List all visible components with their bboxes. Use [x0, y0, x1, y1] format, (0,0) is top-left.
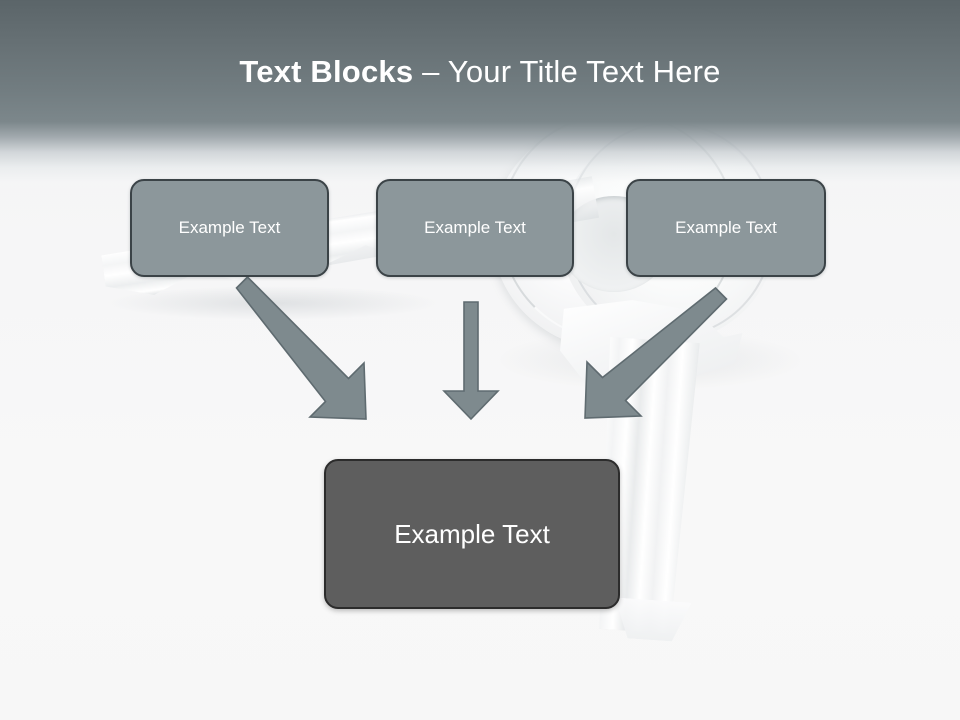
- text-block-3-label: Example Text: [675, 218, 777, 237]
- text-block-1-label: Example Text: [178, 218, 281, 237]
- text-block-summary[interactable]: Example Text: [324, 459, 620, 609]
- page-title-separator: –: [413, 54, 448, 89]
- text-block-2-label: Example Text: [424, 218, 526, 237]
- text-block-1[interactable]: Example Text: [130, 179, 329, 277]
- text-block-2[interactable]: Example Text: [376, 179, 574, 277]
- page-title-regular: Your Title Text Here: [447, 54, 721, 89]
- text-block-summary-label: Example Text: [394, 518, 550, 549]
- text-block-3[interactable]: Example Text: [626, 179, 826, 277]
- page-title: Text Blocks – Your Title Text Here: [0, 52, 960, 92]
- page-title-bold: Text Blocks: [239, 54, 414, 89]
